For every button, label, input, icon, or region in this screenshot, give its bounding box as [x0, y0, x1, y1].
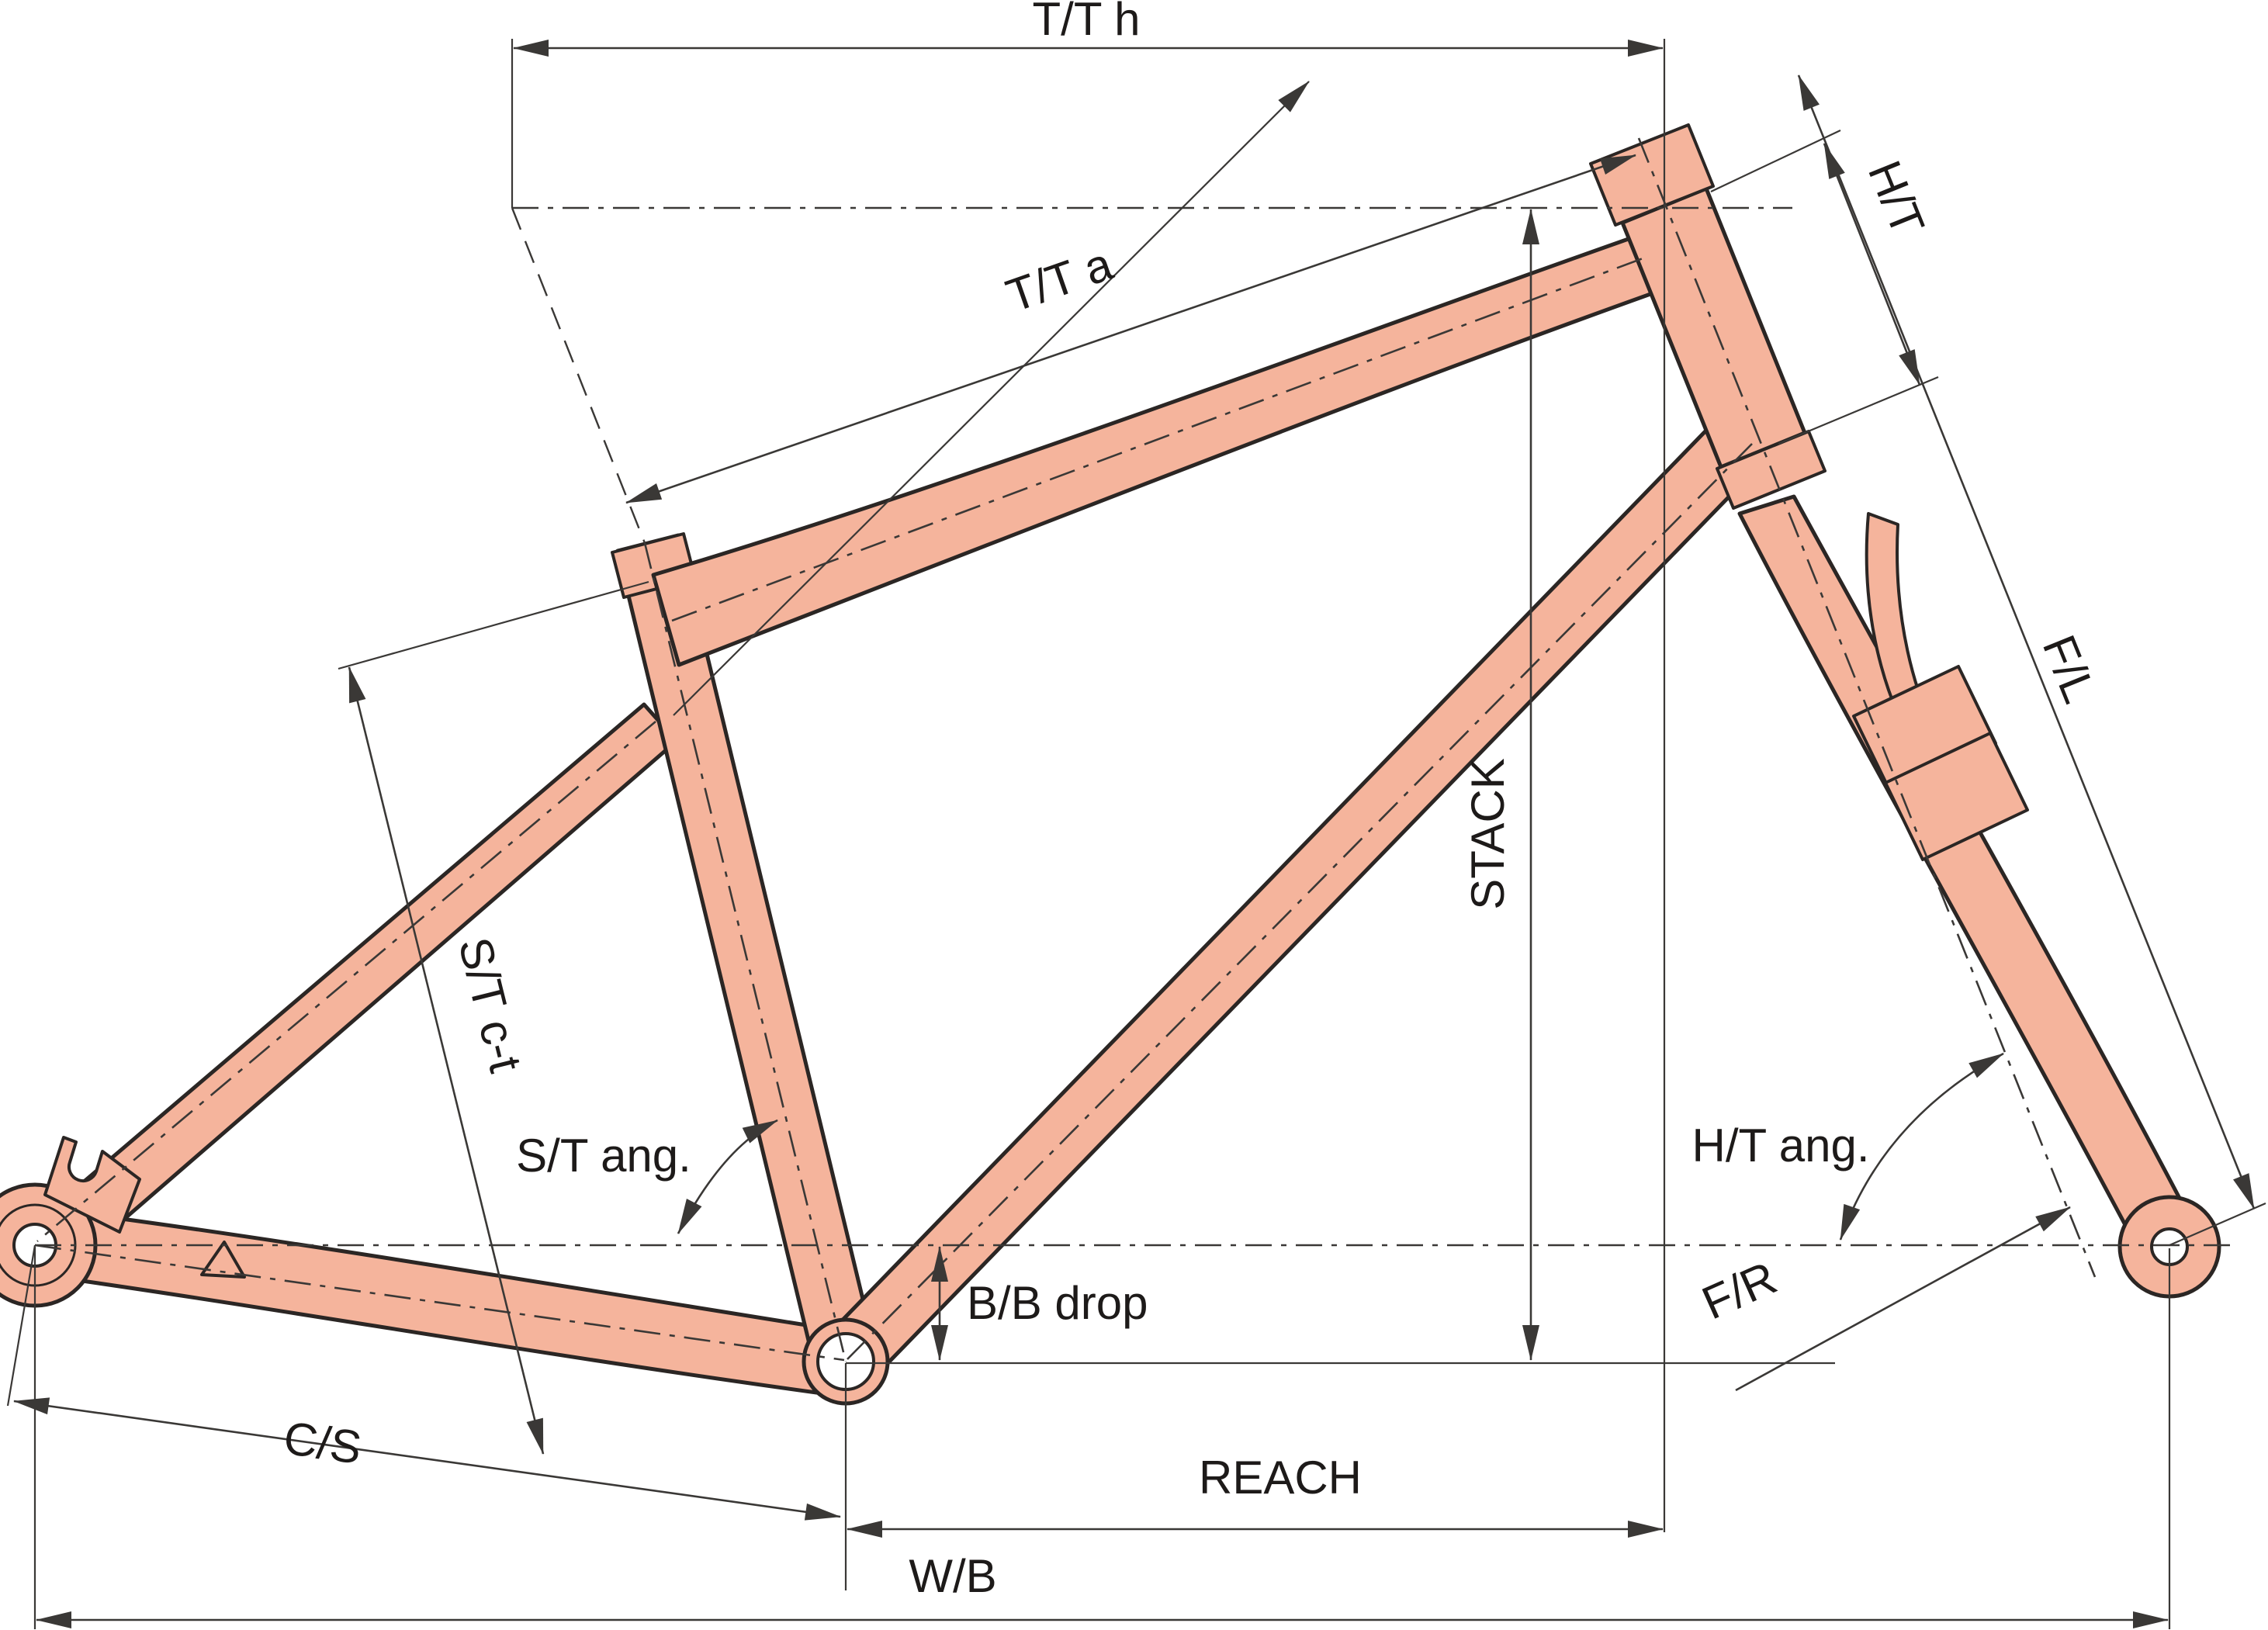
label-head-tube: H/T [1858, 154, 1934, 243]
label-head-tube-angle: H/T ang. [1691, 1120, 1869, 1171]
dim-top-tube-actual [625, 154, 1636, 504]
frame-body [0, 123, 2221, 1406]
dim-fork-rake [1735, 1206, 2071, 1392]
label-stack: STACK [1462, 758, 1514, 910]
label-top-tube-horizontal: T/T h [1033, 0, 1141, 45]
st-ct-top-extension [338, 580, 649, 670]
label-bb-drop: B/B drop [967, 1277, 1148, 1329]
label-fork-length: F/L [2033, 628, 2107, 710]
seat-tube-axis [643, 542, 847, 1362]
dim-chain-stay [13, 1397, 841, 1521]
dim-seat-angle-arc [677, 1119, 778, 1234]
head-tube [1620, 186, 1807, 469]
label-chain-stay: C/S [281, 1412, 365, 1474]
head-tube-bottom-extension [1778, 375, 1939, 445]
chain-stay-axis [34, 1244, 845, 1362]
down-tube [821, 410, 1771, 1386]
down-tube-axis [847, 443, 1753, 1360]
seat-tube-axis-extension [511, 207, 646, 544]
label-top-tube-actual: T/T a [1000, 237, 1120, 322]
label-wheelbase: W/B [909, 1550, 996, 1602]
chainstay-mount-tab [200, 1241, 246, 1279]
dim-head-tube [1823, 143, 1921, 386]
dim-seat-tube-c-t [348, 666, 545, 1455]
top-tube-axis [671, 256, 1646, 622]
top-tube [651, 228, 1677, 667]
dimension-lines [13, 40, 2256, 1628]
front-axle-perp-extension [2169, 1202, 2266, 1247]
dim-head-angle-arc [1839, 1052, 2004, 1241]
rear-dropout-notch-plate [43, 1136, 141, 1234]
label-fork-rake: F/R [1695, 1251, 1785, 1330]
seat-stay-axis [36, 721, 656, 1242]
label-seat-tube-angle: S/T ang. [516, 1130, 691, 1182]
label-seat-tube-c-t: S/T c-t [448, 933, 532, 1078]
head-tube-top-extension [1710, 130, 1841, 192]
label-reach: REACH [1199, 1452, 1362, 1504]
rear-axle-perp-extension [6, 1244, 36, 1407]
